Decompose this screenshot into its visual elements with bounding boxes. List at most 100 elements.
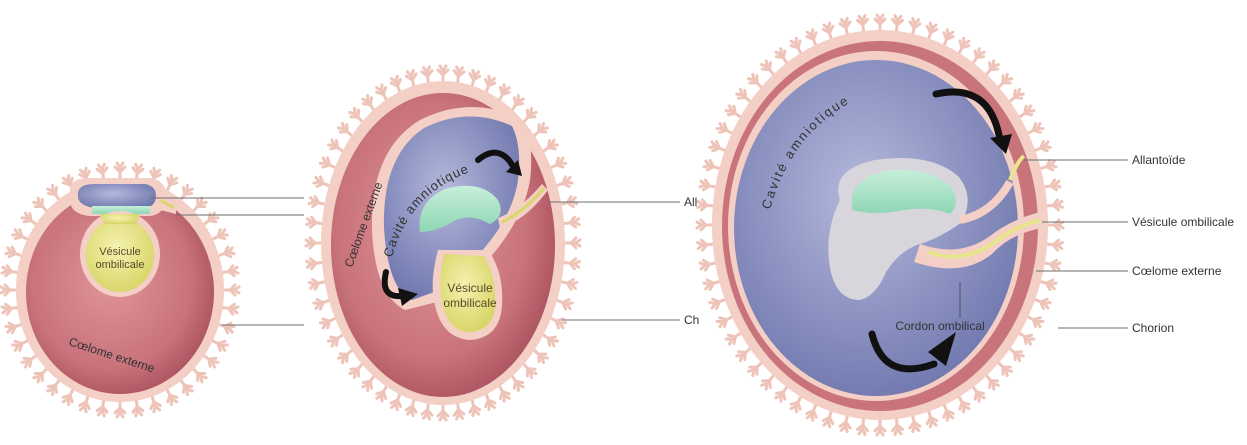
villus [821,21,835,40]
villus [541,333,559,348]
villus [327,333,345,348]
villus [942,28,955,47]
villus [498,83,511,102]
villus [221,264,240,278]
curved-arrow-icon [381,269,405,300]
villus [420,65,434,84]
villus [1008,347,1025,363]
villus [1026,121,1045,135]
villus [1039,278,1058,292]
villus [997,361,1014,378]
villus [789,36,803,55]
villus [318,156,337,170]
villus [11,339,29,352]
villus [113,400,127,419]
label-chorion: Chorion [1132,321,1174,335]
villus [724,331,742,346]
vesicule-label-2-line2: ombilicale [443,296,497,310]
villus [46,184,61,201]
villus [498,384,511,403]
villus [0,264,19,278]
villus [985,59,1000,76]
villus [20,211,38,226]
vesicule-label-2-line1: Vésicule [447,281,493,295]
villus [305,215,324,229]
villus [760,374,775,391]
villus [179,379,194,396]
figure-1: Vésicule ombilicale Cœlome externe [0,161,304,419]
figure-3: Cavité amniotique Cordon ombilical Allan… [695,13,1234,437]
figure-2: Vésicule ombilicale Cavité amniotique Cœ… [304,64,699,422]
villus [715,121,734,135]
villus [375,384,388,403]
villus [165,173,179,192]
vesicule-label-1-line1: Vésicule [99,246,141,258]
villus [891,417,905,436]
villus [389,393,402,412]
villus [908,414,922,434]
villus [698,258,717,272]
villus [908,16,922,36]
villus [873,418,887,437]
villus [971,385,986,403]
villus [522,106,538,124]
villus [805,28,818,47]
villus [113,161,127,180]
villus [985,374,1000,391]
villus [1043,178,1062,192]
villus [375,83,388,102]
villus [555,298,574,311]
villus [805,403,818,422]
villus [873,13,887,32]
villus [997,72,1014,89]
embryonic-disc-1 [92,206,150,214]
villus [312,175,331,188]
villus [0,302,19,316]
villus [1045,238,1064,252]
villus [305,257,324,271]
villus [61,173,75,192]
villus [789,395,803,414]
villus [522,362,538,380]
villus [695,218,714,232]
label-2-ch: Ch [684,313,699,327]
villus [32,196,48,213]
villus [95,162,109,181]
villus [436,64,450,83]
label-coelome-externe: Cœlome externe [1132,264,1222,278]
villus [46,379,61,396]
villus [560,278,579,291]
villus [838,414,852,434]
villus [560,195,579,208]
curved-arrow-icon [475,149,517,171]
label-vesicule-ombilicale: Vésicule ombilicale [1132,215,1234,229]
label-allantoide: Allantoïde [1132,153,1186,167]
villus [95,399,109,418]
villus [361,94,376,112]
villus [32,367,48,384]
villus [1033,297,1052,310]
villus [348,106,364,124]
villus [510,374,525,392]
villus [211,228,229,241]
villus [11,228,29,241]
villus [361,374,376,392]
villus [4,245,23,259]
villus [404,68,418,88]
vesicule-ombilicale-1 [86,218,154,292]
vesicule-label-1-line2: ombilicale [96,259,145,271]
villus [957,36,971,55]
villus [702,278,721,292]
villus [221,302,240,316]
villus [348,362,364,380]
villus [1008,87,1025,103]
amniotic-cavity-1 [78,184,156,208]
villus [735,87,752,103]
villus [532,348,550,365]
villus [61,388,75,407]
villus [420,402,434,421]
villus [555,175,574,188]
villus [179,184,194,201]
villus [855,14,869,33]
